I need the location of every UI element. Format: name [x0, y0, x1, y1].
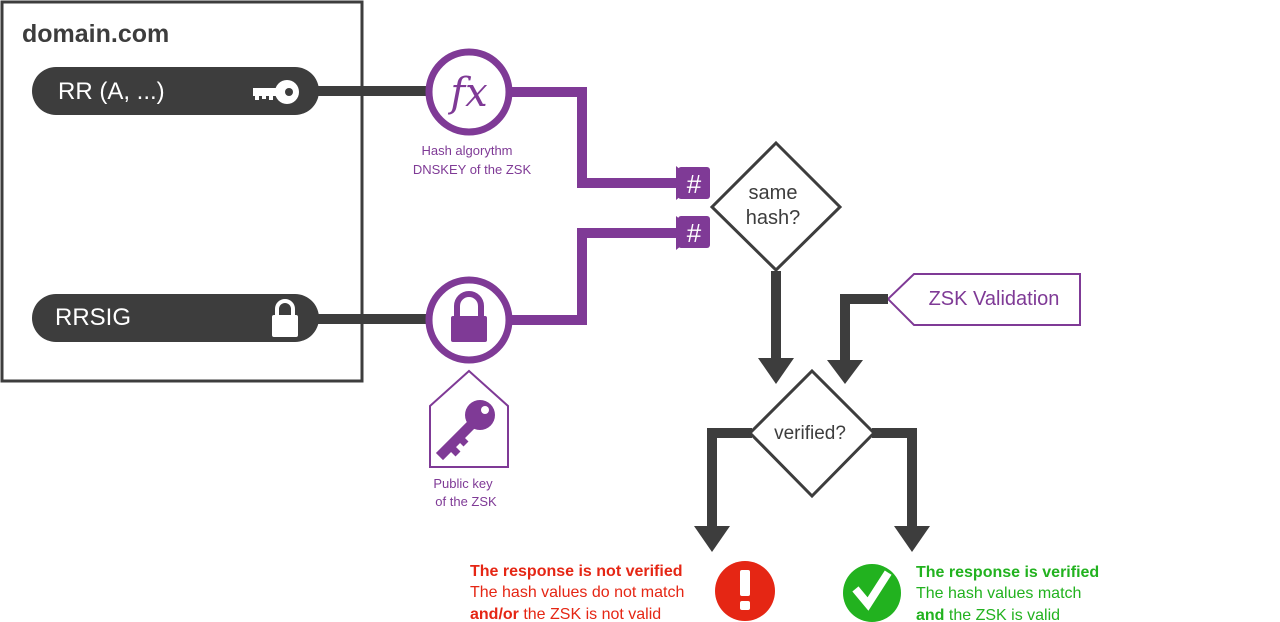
- hash-caption-line2: DNSKEY of the ZSK: [413, 162, 532, 177]
- hash-caption-line1: Hash algorythm: [421, 143, 512, 158]
- fail-outcome: The response is not verified The hash va…: [470, 561, 775, 622]
- rrsig-record: RRSIG: [32, 294, 319, 342]
- hash-symbol-top: #: [687, 169, 702, 199]
- same-hash-line1: same: [749, 182, 798, 204]
- function-icon: fx: [425, 48, 513, 136]
- public-key-caption-line2: of the ZSK: [435, 494, 497, 509]
- zsk-validation-tag: ZSK Validation: [886, 273, 1081, 326]
- success-line3-bold: and: [916, 607, 944, 622]
- zone-box: [0, 0, 364, 383]
- checkmark-icon: [843, 564, 901, 622]
- hash-icon: #: [678, 167, 710, 199]
- zsk-flow-line: [840, 294, 888, 362]
- rrsig-record-label: RRSIG: [55, 304, 131, 331]
- flow-arrow-down: [758, 358, 794, 384]
- same-hash-decision: same hash?: [709, 140, 843, 273]
- zone-title: domain.com: [22, 20, 169, 48]
- fail-line3-rest: the ZSK is not valid: [519, 606, 661, 622]
- fail-line3: and/or the ZSK is not valid: [470, 606, 661, 622]
- padlock-icon: [425, 276, 513, 364]
- rr-connector: [300, 86, 440, 96]
- fail-title: The response is not verified: [470, 563, 683, 580]
- hash-icon: #: [678, 216, 710, 248]
- success-title: The response is verified: [916, 564, 1099, 581]
- hash-path-top: [500, 87, 678, 188]
- public-key-caption-line1: Public key: [433, 476, 493, 491]
- rrsig-connector: [300, 314, 440, 324]
- function-symbol: fx: [447, 70, 487, 116]
- hash-path-bottom: [500, 228, 678, 325]
- hash-symbol-bottom: #: [687, 218, 702, 248]
- public-key-icon: [429, 369, 509, 468]
- fail-branch-arrow: [694, 526, 730, 552]
- fail-branch-line: [707, 428, 752, 528]
- success-line2: The hash values match: [916, 585, 1081, 602]
- zsk-flow-arrow: [827, 360, 863, 384]
- flow-line-down: [771, 271, 781, 359]
- verified-decision: verified?: [747, 368, 877, 499]
- success-line3-rest: the ZSK is valid: [944, 607, 1060, 622]
- rr-record-label: RR (A, ...): [58, 78, 165, 105]
- lock-icon: [272, 299, 298, 337]
- success-branch-line: [872, 428, 917, 528]
- key-icon: [253, 80, 299, 104]
- verified-label: verified?: [774, 423, 846, 444]
- success-branch-arrow: [894, 526, 930, 552]
- success-line3: and the ZSK is valid: [916, 607, 1060, 622]
- success-outcome: The response is verified The hash values…: [843, 564, 1099, 622]
- fail-line3-bold: and/or: [470, 606, 519, 622]
- exclamation-icon: [715, 561, 775, 621]
- fail-line2: The hash values do not match: [470, 584, 684, 601]
- rr-record: RR (A, ...): [32, 67, 319, 115]
- zsk-validation-label: ZSK Validation: [929, 288, 1060, 310]
- same-hash-line2: hash?: [746, 207, 801, 229]
